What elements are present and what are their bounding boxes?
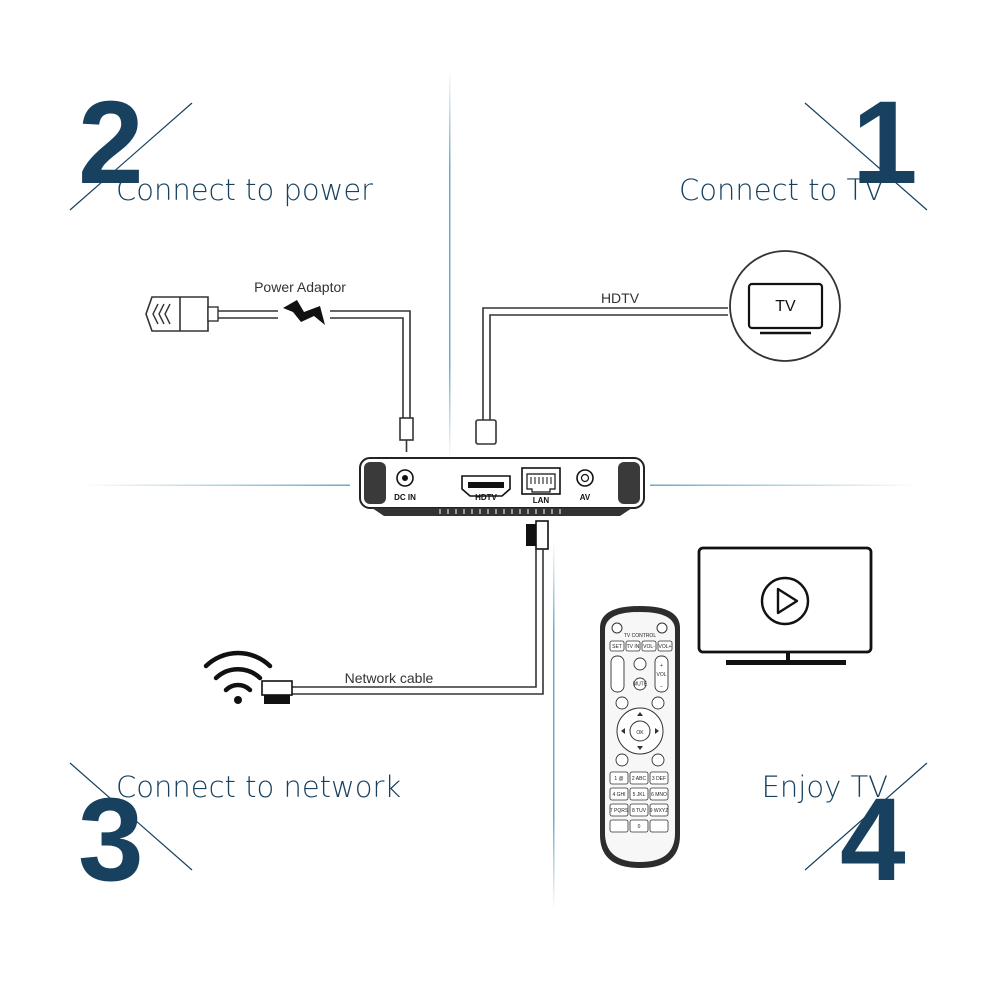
set-key-label: SET: [612, 644, 622, 650]
step-tv: 1 Connect to TV: [679, 77, 928, 211]
numpad-key-label: 5 JKL: [633, 792, 646, 798]
step-title: Enjoy TV: [762, 770, 888, 804]
divider-left: [80, 484, 350, 486]
vol-plus-key-label: VOL+: [659, 644, 672, 650]
power-plug-icon: [145, 296, 209, 332]
power-adaptor: Power Adaptor: [145, 279, 414, 452]
network-connection: Network cable: [203, 520, 549, 704]
mute-button[interactable]: [633, 677, 647, 691]
vol-minus-key[interactable]: [641, 640, 657, 652]
ok-button[interactable]: [629, 720, 651, 742]
numpad-key[interactable]: [609, 787, 629, 801]
numpad-key-label: 8 TUV: [632, 808, 647, 814]
channel-rocker[interactable]: [610, 655, 625, 693]
back-button[interactable]: [615, 696, 629, 710]
numpad-key-label: 2 ABC: [632, 776, 647, 782]
numpad-key[interactable]: [629, 771, 649, 785]
vol-minus-key-label: VOL-: [643, 644, 655, 650]
numpad-key-label: 7 PQRS: [610, 808, 629, 814]
tv-in-key-label: TV IN: [627, 644, 640, 650]
vol-label: VOL: [656, 672, 666, 678]
numpad-key[interactable]: [609, 771, 629, 785]
lan-port-label: LAN: [533, 496, 550, 505]
numpad-key-label: 9 WXYZ: [650, 808, 669, 814]
set-key[interactable]: [609, 640, 625, 652]
numpad-key[interactable]: [629, 819, 649, 833]
remote-header-label: TV CONTROL: [624, 633, 656, 639]
divider-bottom: [553, 540, 555, 910]
numpad-key-label: 0: [638, 824, 641, 830]
numpad-key[interactable]: [649, 803, 669, 817]
numpad-key[interactable]: [649, 787, 669, 801]
remote-top-keys: SET TV IN VOL- VOL+: [609, 640, 673, 652]
mute-label: MUTE: [633, 682, 648, 688]
monitor-play: [697, 546, 873, 665]
wifi-icon: [203, 650, 273, 693]
dc-plug: [399, 417, 414, 441]
lan-plug: [526, 524, 536, 546]
numpad-key-label: 4 GHI: [612, 792, 625, 798]
av-port-label: AV: [580, 493, 591, 502]
numpad-key[interactable]: [649, 819, 669, 833]
vol-plus-key[interactable]: [657, 640, 673, 652]
tv-label: TV: [775, 298, 796, 315]
step-number: 4: [840, 774, 906, 906]
step-title: Connect to network: [116, 770, 401, 804]
play-icon: [760, 576, 810, 626]
dc-in-label: DC IN: [394, 493, 416, 502]
app-button[interactable]: [633, 657, 647, 671]
diagonal-slash: [804, 762, 928, 871]
divider-right: [650, 484, 920, 486]
vol-minus-glyph: −: [660, 684, 663, 690]
vol-plus-glyph: +: [660, 663, 663, 669]
step-power: 2 Connect to power: [69, 77, 373, 211]
tv-box: DC IN HDTV LAN AV: [359, 457, 645, 516]
numpad-key[interactable]: [629, 803, 649, 817]
step-enjoy: 4 Enjoy TV: [762, 762, 928, 906]
home-button[interactable]: [651, 696, 665, 710]
numpad-key[interactable]: [609, 819, 629, 833]
numpad-key-label: 1 @: [614, 776, 623, 782]
numpad-key-label: 6 MNO: [651, 792, 667, 798]
numpad-key[interactable]: [609, 803, 629, 817]
power-cable-label: Power Adaptor: [254, 279, 346, 295]
tv-in-key[interactable]: [625, 640, 641, 652]
step-number: 1: [852, 77, 918, 209]
quadrant-dividers: [80, 70, 920, 910]
ethernet-plug: [261, 680, 293, 696]
divider-top: [449, 70, 451, 460]
numpad-key-label: 3 DEF: [652, 776, 666, 782]
diagonal-slash: [69, 102, 193, 211]
tv-icon: [747, 282, 824, 330]
ok-label: OK: [636, 730, 644, 736]
hdtv-cable-label: HDTV: [601, 290, 640, 306]
lan-port: [521, 467, 561, 495]
diagonal-slash: [69, 762, 193, 871]
power-button[interactable]: [611, 622, 623, 634]
mouse-button[interactable]: [651, 753, 665, 767]
step-number: 2: [78, 77, 144, 209]
step-number: 3: [78, 774, 144, 906]
tv-power-button[interactable]: [656, 622, 668, 634]
hdmi-connection: HDTV TV: [475, 250, 841, 445]
hdtv-port-label: HDTV: [475, 493, 497, 502]
network-cable-label: Network cable: [345, 670, 434, 686]
hdmi-plug: [475, 419, 497, 445]
lightning-icon: [283, 300, 325, 325]
numpad-key[interactable]: [649, 771, 669, 785]
remote-control: TV CONTROL SET TV IN VOL- VOL+ + VOL − M…: [600, 606, 680, 868]
numpad-key[interactable]: [629, 787, 649, 801]
menu-button[interactable]: [615, 753, 629, 767]
step-title: Connect to TV: [679, 173, 884, 207]
step-network: 3 Connect to network: [69, 762, 401, 906]
diagonal-slash: [804, 102, 928, 211]
volume-rocker[interactable]: [654, 655, 669, 693]
step-title: Connect to power: [116, 173, 373, 207]
